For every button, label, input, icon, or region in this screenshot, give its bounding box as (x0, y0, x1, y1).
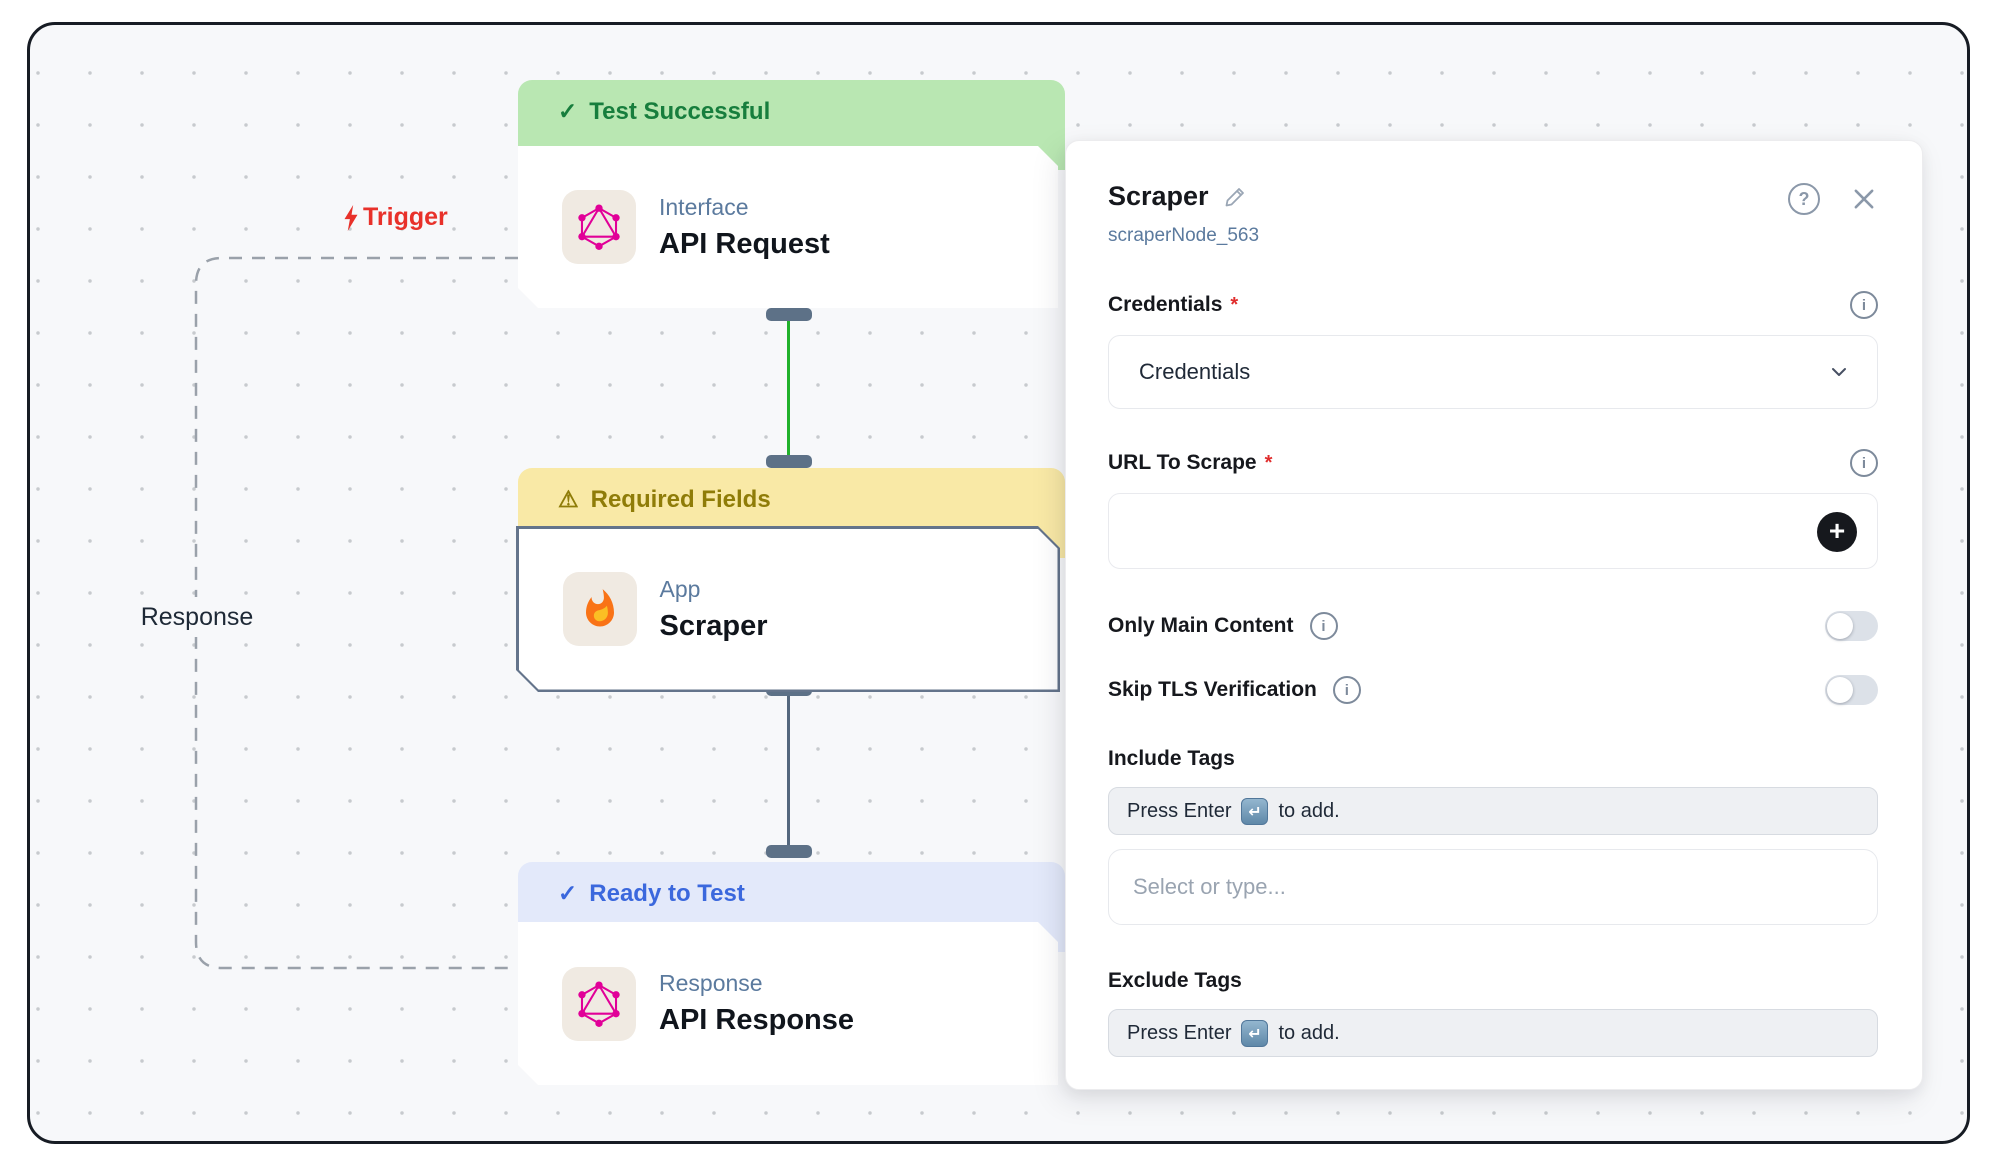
info-icon[interactable]: i (1309, 612, 1338, 640)
response-loop-label: Response (126, 597, 268, 637)
node-api-request[interactable]: Interface API Request (518, 146, 1058, 308)
enter-key-icon: ↵ (1241, 1019, 1269, 1047)
connector-port[interactable] (766, 455, 812, 468)
connector-port[interactable] (766, 845, 812, 858)
credentials-select-value: Credentials (1139, 359, 1251, 384)
node-config-panel: Scraper ? scraperNode_563 Credentials * … (1065, 140, 1923, 1090)
exclude-tags-hint: Press Enter ↵ to add. (1108, 1009, 1878, 1057)
hint-text: Press Enter (1127, 799, 1232, 822)
include-tags-hint: Press Enter ↵ to add. (1108, 787, 1878, 835)
info-icon[interactable]: i (1332, 676, 1361, 704)
connector-line-green (787, 316, 790, 457)
status-banner-label: Test Successful (589, 98, 771, 125)
connector-port[interactable] (766, 308, 812, 321)
node-category: Response (659, 970, 763, 996)
required-asterisk: * (1230, 293, 1239, 316)
credentials-label: Credentials (1108, 293, 1223, 316)
hint-text: to add. (1278, 1021, 1340, 1044)
info-icon[interactable]: i (1850, 449, 1878, 477)
skip-tls-toggle[interactable] (1825, 675, 1878, 705)
only-main-content-label: Only Main Content (1108, 614, 1294, 637)
add-variable-button[interactable]: + (1817, 512, 1857, 552)
fire-icon (563, 572, 637, 646)
status-banner-label: Ready to Test (589, 880, 745, 907)
workflow-canvas: ✓ Test Successful Interface API Re (27, 22, 1970, 1144)
include-tags-label: Include Tags (1108, 747, 1235, 770)
include-tags-field (1108, 849, 1878, 925)
graphql-icon (562, 190, 636, 264)
enter-key-icon: ↵ (1241, 797, 1269, 825)
credentials-select[interactable]: Credentials (1108, 335, 1878, 409)
include-tags-input[interactable] (1133, 874, 1853, 900)
node-title: API Request (659, 227, 830, 260)
required-asterisk: * (1264, 451, 1273, 474)
close-icon[interactable] (1850, 185, 1878, 213)
check-icon: ✓ (558, 880, 578, 906)
url-field: + (1108, 493, 1878, 569)
node-scraper[interactable]: App Scraper (516, 526, 1060, 692)
node-category: Interface (659, 193, 749, 220)
warning-icon: ⚠ (558, 486, 579, 512)
node-category: App (659, 575, 701, 602)
lightning-bolt-icon (344, 204, 358, 231)
url-label: URL To Scrape (1108, 451, 1257, 474)
panel-title: Scraper (1108, 181, 1209, 211)
help-icon[interactable]: ? (1788, 183, 1820, 215)
connector-line-slate (787, 693, 790, 847)
chevron-down-icon (1832, 368, 1846, 376)
hint-text: to add. (1278, 799, 1340, 822)
node-title: Scraper (659, 609, 768, 642)
node-title: API Response (659, 1004, 854, 1036)
check-icon: ✓ (558, 98, 578, 124)
edit-pencil-icon[interactable] (1223, 185, 1247, 209)
skip-tls-label: Skip TLS Verification (1108, 678, 1317, 701)
status-banner-label: Required Fields (590, 486, 771, 513)
hint-text: Press Enter (1127, 1021, 1232, 1044)
only-main-content-toggle[interactable] (1825, 611, 1878, 641)
exclude-tags-label: Exclude Tags (1108, 969, 1242, 992)
node-api-response[interactable]: Response API Response (518, 922, 1058, 1085)
trigger-label: Trigger (341, 203, 448, 232)
info-icon[interactable]: i (1850, 291, 1878, 319)
url-input[interactable] (1109, 494, 1877, 568)
response-loop-connector (194, 256, 518, 970)
node-id: scraperNode_563 (1108, 225, 1260, 246)
graphql-icon (562, 967, 636, 1041)
